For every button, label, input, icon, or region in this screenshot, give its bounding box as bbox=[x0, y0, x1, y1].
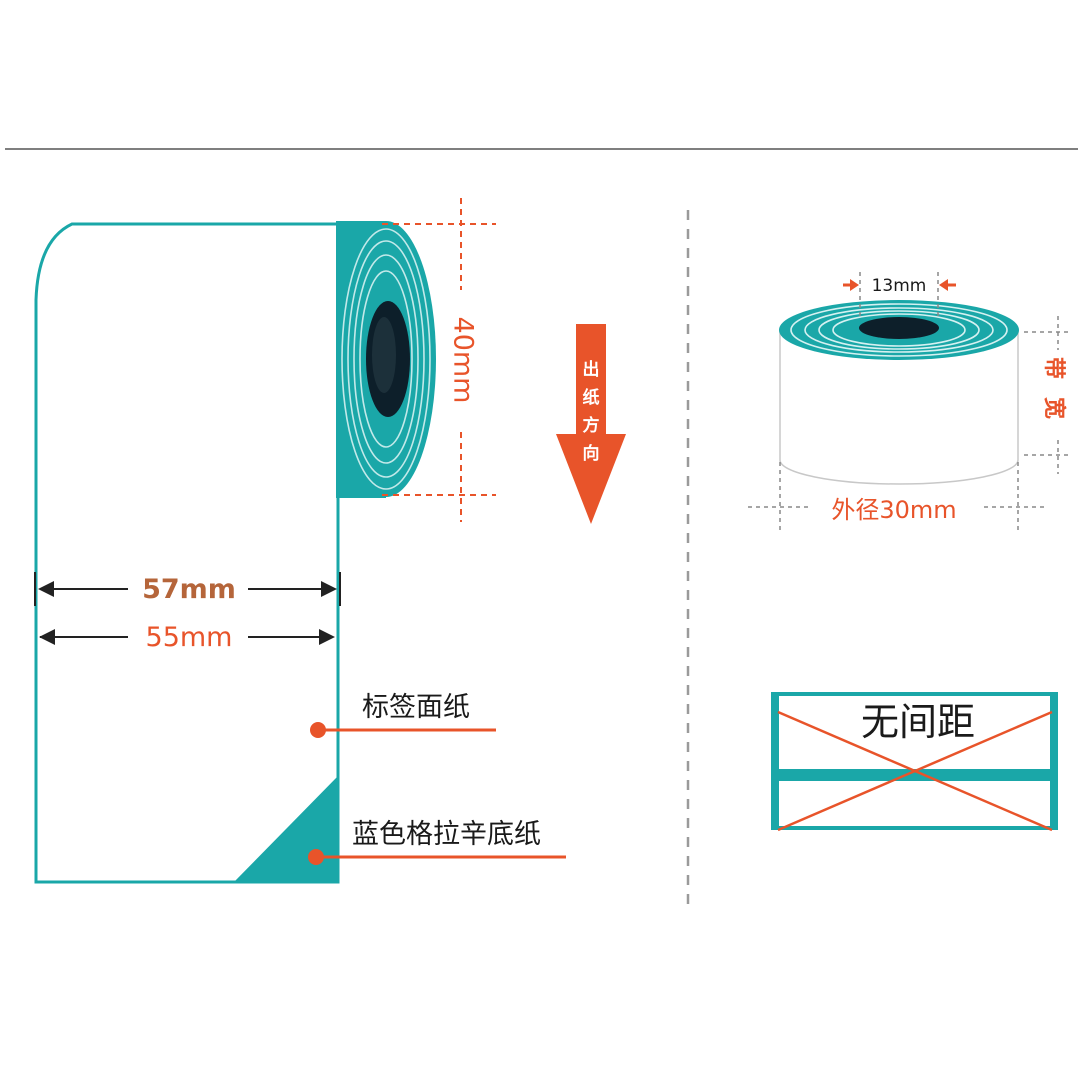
width-inner-label: 55mm bbox=[146, 622, 233, 653]
arrowhead-left-icon bbox=[939, 279, 948, 291]
outer-diameter-dimension: 外径30mm bbox=[748, 462, 1046, 530]
label-roll-top-view bbox=[779, 300, 1019, 485]
label-roll-front bbox=[34, 221, 436, 884]
width-outer-dimension: 57mm bbox=[34, 572, 341, 606]
direction-char: 纸 bbox=[583, 387, 600, 408]
width-outer-label: 57mm bbox=[142, 574, 236, 605]
label-face-text: 标签面纸 bbox=[362, 692, 470, 723]
band-width-dimension: 带 宽 bbox=[1024, 316, 1072, 474]
backing-text: 蓝色格拉辛底纸 bbox=[352, 819, 541, 850]
roll-body bbox=[779, 330, 1019, 485]
label-face-callout: 标签面纸 bbox=[310, 692, 496, 738]
core-label: 13mm bbox=[872, 276, 927, 296]
height-label: 40mm bbox=[448, 317, 479, 404]
core-dimension: 13mm bbox=[843, 272, 956, 320]
arrowhead-right-icon bbox=[319, 629, 335, 645]
arrow-down-icon bbox=[556, 324, 626, 524]
roll-end bbox=[336, 221, 436, 498]
band-width-char: 带 bbox=[1041, 357, 1066, 379]
roll-core bbox=[859, 317, 939, 339]
arrowhead-right-icon bbox=[850, 279, 859, 291]
cross-mark-icon bbox=[777, 710, 1053, 832]
direction-char: 向 bbox=[583, 443, 600, 464]
arrowhead-right-icon bbox=[321, 581, 337, 597]
paper-direction-arrow: 出 纸 方 向 bbox=[556, 324, 626, 524]
arrowhead-left-icon bbox=[38, 581, 54, 597]
no-gap-label: 无间距 bbox=[861, 700, 975, 744]
height-dimension bbox=[382, 198, 496, 522]
band-width-char: 宽 bbox=[1041, 397, 1067, 419]
no-gap-panel: 无间距 bbox=[771, 692, 1058, 832]
direction-char: 方 bbox=[583, 415, 600, 436]
backing-strip bbox=[771, 769, 1058, 781]
width-inner-dimension: 55mm bbox=[39, 622, 335, 653]
arrowhead-left-icon bbox=[39, 629, 55, 645]
direction-char: 出 bbox=[583, 359, 600, 380]
label-strip bbox=[34, 222, 378, 884]
outer-diameter-label: 外径30mm bbox=[831, 496, 956, 524]
backing-callout: 蓝色格拉辛底纸 bbox=[308, 819, 566, 865]
